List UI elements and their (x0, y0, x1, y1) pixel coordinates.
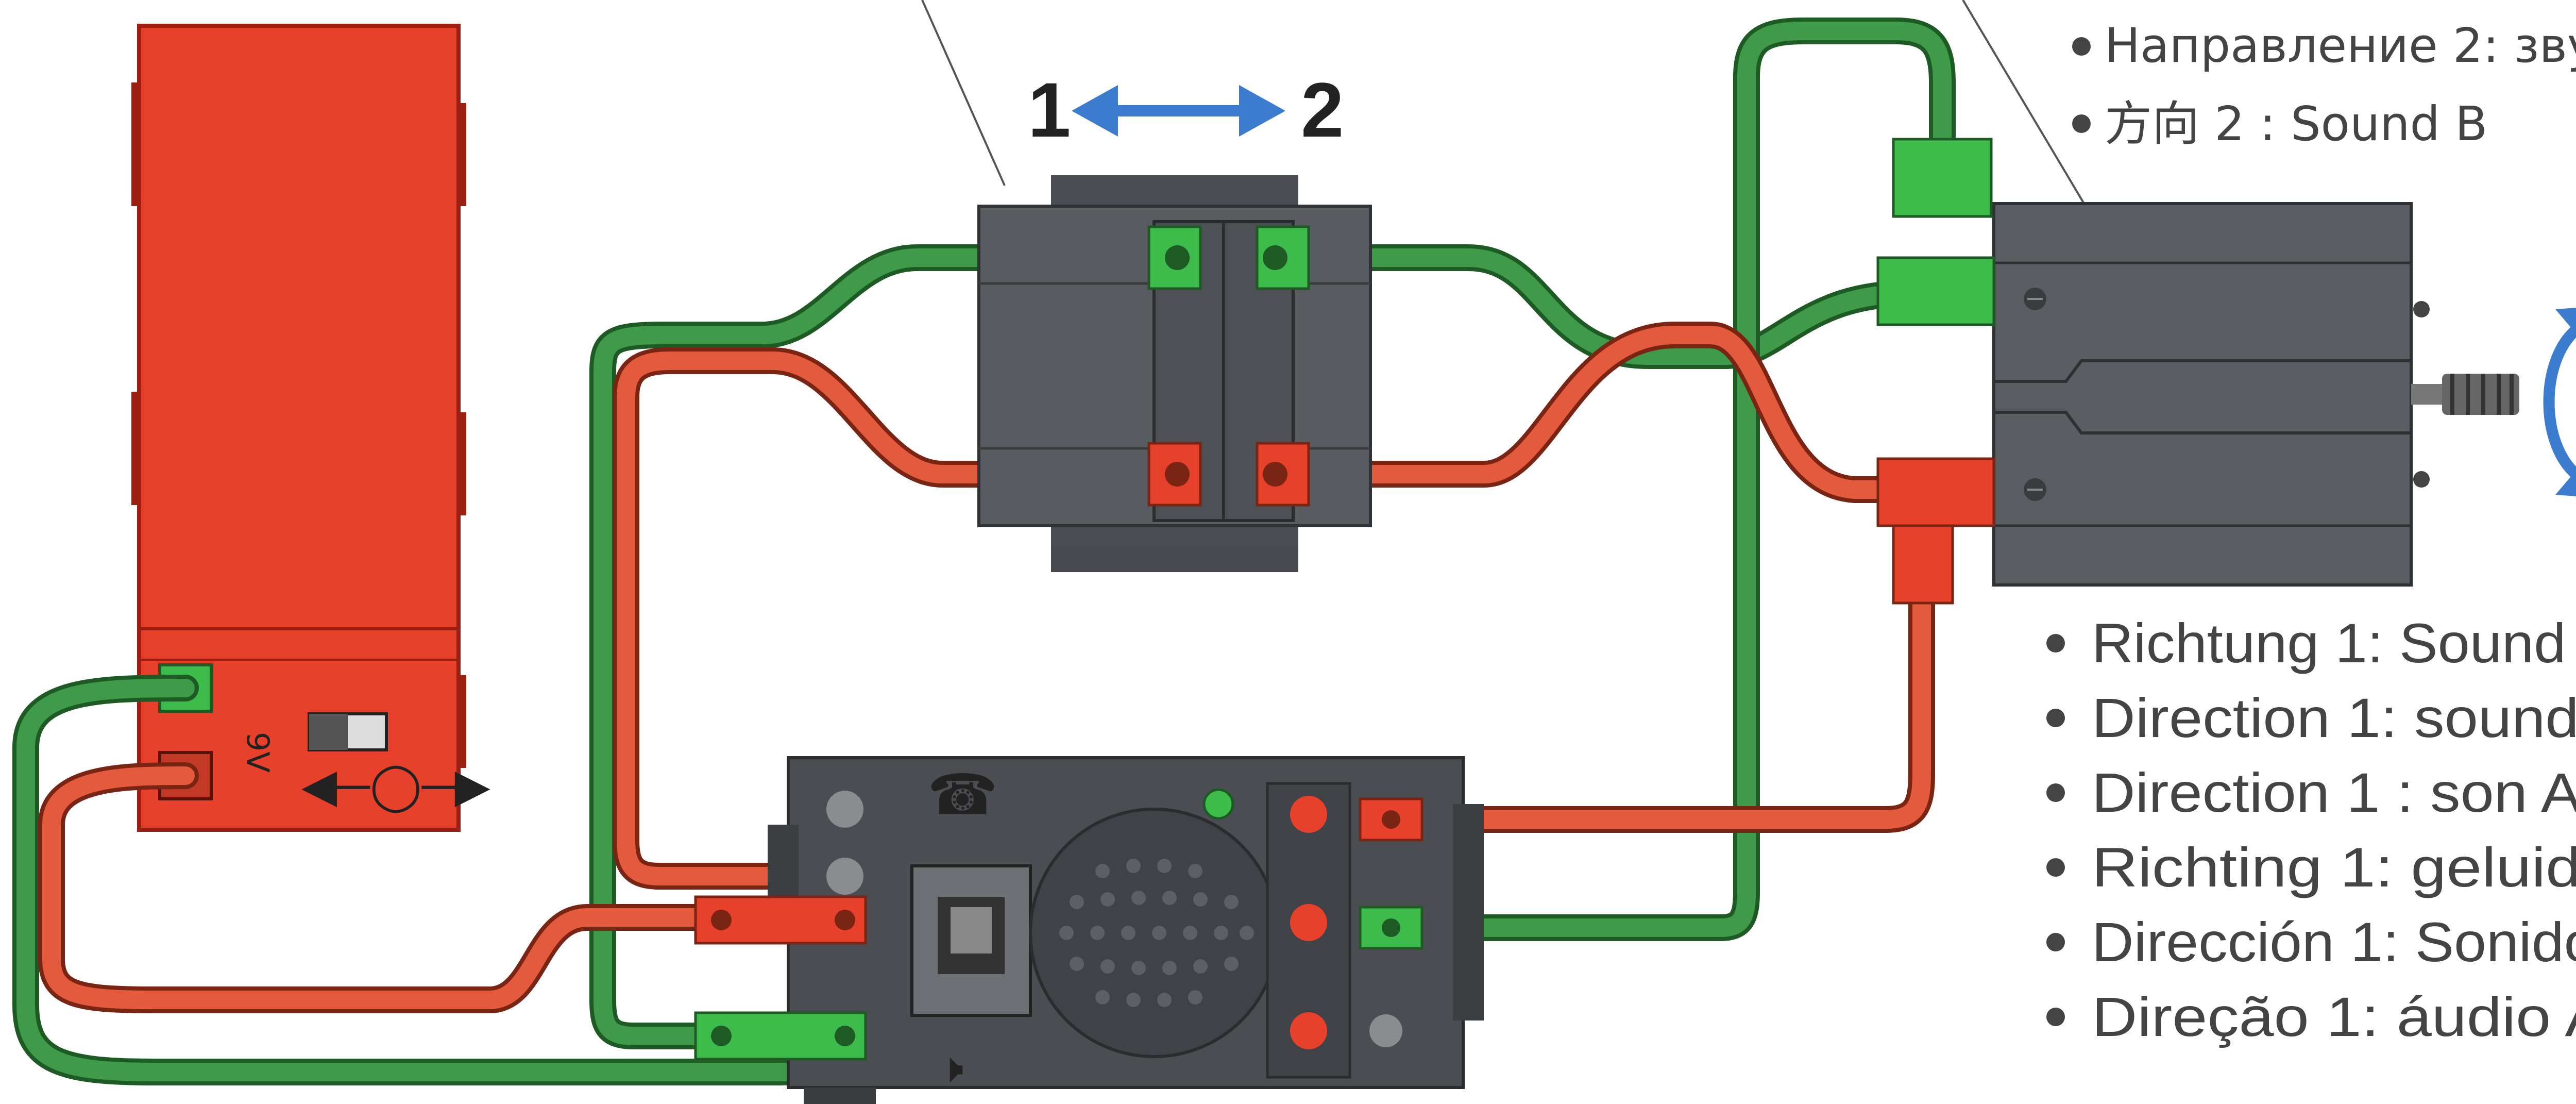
label-top-zh: 方向 2 : Sound B (2105, 96, 2487, 152)
motor-plug-red (1876, 457, 1995, 527)
labels-bottom: Richtung 1: Sound A Direction 1: sound A… (2046, 612, 2576, 1048)
module-button-top-left (826, 791, 863, 828)
motor-plug-red-bottom (1892, 524, 1954, 605)
bullet (2046, 933, 2065, 951)
switch-pos2-label: 2 (1301, 66, 1344, 153)
module-button-mid-left (826, 858, 863, 895)
curved-arrow-icon (2543, 308, 2576, 496)
label-top-ru: Направление 2: звук B (2105, 18, 2576, 73)
bullet (2072, 114, 2091, 133)
bullet (2046, 783, 2065, 802)
module-button-gray (1369, 1014, 1402, 1047)
switch-pos1-label: 1 (1028, 66, 1071, 153)
phone-icon: ☎ (927, 763, 998, 827)
sound-module: ☎ 🕨 (694, 756, 1484, 1104)
label-fr: Direction 1 : son A (2092, 761, 2576, 824)
label-de: Richtung 1: Sound A (2092, 612, 2576, 674)
pointer-line-motor (1962, 0, 2093, 218)
switch-direction-indicator: 1 2 (1028, 66, 1344, 153)
label-es: Dirección 1: Sonido A (2092, 911, 2576, 973)
motor-worm-gear (2442, 374, 2519, 415)
double-arrow-icon (1072, 85, 1285, 137)
label-pt: Direção 1: áudio A (2092, 985, 2576, 1048)
pointer-line-switch (921, 0, 1006, 186)
speaker-mute-icon: 🕨 (938, 1045, 963, 1091)
motor-plug-green-top (1892, 138, 1993, 218)
bullet (2046, 634, 2065, 653)
label-nl: Richting 1: geluid A (2092, 836, 2576, 898)
labels-top: Направление 2: звук B 方向 2 : Sound B (2072, 18, 2576, 152)
bullet (2072, 37, 2091, 56)
motor-plug-green (1876, 256, 1995, 326)
speaker-grille (1029, 808, 1279, 1058)
battery-switch-icon: ◀─◯─▶ (301, 760, 490, 813)
battery-box: 9V ◀─◯─▶ (131, 24, 490, 832)
label-en: Direction 1: sound A (2092, 687, 2576, 749)
switch-plug-green-left (1147, 225, 1202, 290)
module-button-red-bottom (1290, 1012, 1327, 1049)
bullet (2046, 709, 2065, 727)
module-button-red-mid (1290, 904, 1327, 941)
battery-voltage-label: 9V (240, 732, 276, 773)
bullet (2046, 1008, 2065, 1026)
bullet (2046, 858, 2065, 877)
status-led-green (1202, 788, 1234, 820)
motor-rotation-indicator: 2 1 (2543, 308, 2576, 496)
module-button-red-top (1290, 796, 1327, 833)
motor (1876, 138, 2519, 605)
pole-reverser-switch (977, 175, 1372, 572)
